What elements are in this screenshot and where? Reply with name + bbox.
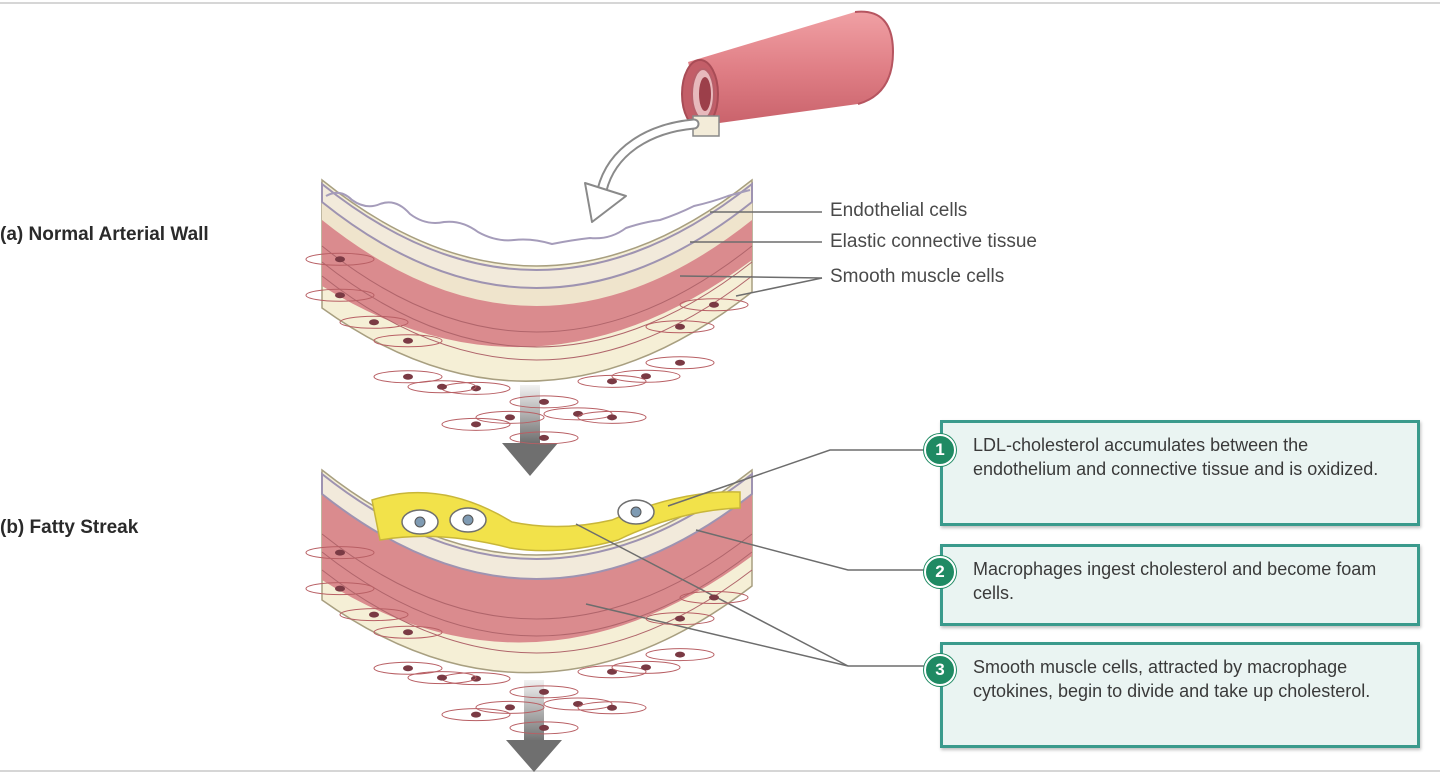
smooth-muscle-cell [679, 298, 749, 312]
foam-cell [617, 499, 655, 525]
smooth-muscle-cell [373, 661, 443, 675]
muscle-cell-nucleus [369, 611, 379, 618]
muscle-cell-nucleus [573, 410, 583, 417]
smooth-muscle-cell [577, 701, 647, 715]
step-1-box: LDL-cholesterol accumulates between the … [940, 420, 1420, 526]
smooth-muscle-cell [373, 370, 443, 384]
muscle-cell-nucleus [607, 414, 617, 421]
muscle-cell-nucleus [471, 421, 481, 428]
smooth-muscle-cell [475, 700, 545, 714]
smooth-muscle-cell [441, 708, 511, 722]
smooth-muscle-cell [509, 431, 579, 445]
smooth-muscle-cell [509, 685, 579, 699]
muscle-cell-nucleus [573, 700, 583, 707]
muscle-cell-nucleus [471, 385, 481, 392]
step-3-text: Smooth muscle cells, attracted by macrop… [973, 657, 1371, 701]
muscle-cell-nucleus [641, 373, 651, 380]
muscle-cell-nucleus [675, 615, 685, 622]
smooth-muscle-cell [339, 608, 409, 622]
step-2-box: Macrophages ingest cholesterol and becom… [940, 544, 1420, 626]
fatty-streak-wall [321, 468, 753, 674]
muscle-cell-nucleus [675, 651, 685, 658]
smooth-muscle-cell [305, 582, 375, 596]
smooth-muscle-cell [679, 590, 749, 604]
smooth-muscle-cell [509, 721, 579, 735]
blood-vessel-illustration [681, 10, 895, 137]
muscle-cell-nucleus [335, 292, 345, 299]
muscle-cell-nucleus [437, 383, 447, 390]
leader-lines [575, 211, 940, 667]
muscle-cell-nucleus [607, 704, 617, 711]
muscle-cell-nucleus [505, 704, 515, 711]
muscle-cells-a [305, 252, 749, 445]
muscle-cell-nucleus [539, 434, 549, 441]
muscle-cells-b [305, 546, 749, 735]
step-2-text: Macrophages ingest cholesterol and becom… [973, 559, 1377, 603]
foam-cell [401, 509, 439, 535]
smooth-muscle-cell [577, 410, 647, 424]
smooth-muscle-cell [645, 648, 715, 662]
smooth-muscle-cell [543, 407, 613, 421]
smooth-muscle-cell [645, 356, 715, 370]
muscle-cell-nucleus [641, 664, 651, 671]
muscle-cell-nucleus [335, 585, 345, 592]
down-arrow [502, 385, 558, 476]
muscle-cell-nucleus [709, 594, 719, 601]
muscle-cell-nucleus [539, 724, 549, 731]
smooth-muscle-cell [407, 671, 477, 685]
step-1-badge: 1 [924, 434, 956, 466]
smooth-muscle-cell [407, 380, 477, 394]
smooth-muscle-cell [339, 315, 409, 329]
step-1-text: LDL-cholesterol accumulates between the … [973, 435, 1379, 479]
smooth-muscle-cell [305, 546, 375, 560]
muscle-cell-nucleus [369, 319, 379, 326]
step-3-box: Smooth muscle cells, attracted by macrop… [940, 642, 1420, 748]
muscle-cell-nucleus [607, 378, 617, 385]
muscle-cell-nucleus [471, 711, 481, 718]
normal-arterial-wall [321, 178, 753, 382]
muscle-cell-nucleus [539, 398, 549, 405]
smooth-muscle-cell [645, 320, 715, 334]
smooth-muscle-cell [645, 612, 715, 626]
muscle-cell-nucleus [437, 674, 447, 681]
muscle-cell-nucleus [539, 688, 549, 695]
muscle-cell-nucleus [335, 549, 345, 556]
muscle-cell-nucleus [403, 337, 413, 344]
step-3-badge: 3 [924, 654, 956, 686]
foam-cell [449, 507, 487, 533]
muscle-cell-nucleus [335, 256, 345, 263]
smooth-muscle-cell [611, 369, 681, 383]
smooth-muscle-cell [373, 334, 443, 348]
muscle-cell-nucleus [403, 665, 413, 672]
smooth-muscle-cell [543, 697, 613, 711]
muscle-cell-nucleus [403, 629, 413, 636]
smooth-muscle-cell [509, 395, 579, 409]
muscle-cell-nucleus [505, 414, 515, 421]
smooth-muscle-cell [577, 665, 647, 679]
zoom-arrow [584, 118, 700, 223]
muscle-cell-nucleus [607, 668, 617, 675]
smooth-muscle-cell [305, 252, 375, 266]
muscle-cell-nucleus [709, 301, 719, 308]
smooth-muscle-cell [611, 660, 681, 674]
section-title-fatty-streak: (b) Fatty Streak [0, 517, 139, 538]
muscle-cell-nucleus [675, 323, 685, 330]
label-elastic-connective-tissue: Elastic connective tissue [830, 231, 1037, 252]
down-arrow [506, 680, 562, 772]
label-smooth-muscle-cells: Smooth muscle cells [830, 266, 1005, 287]
muscle-cell-nucleus [675, 359, 685, 366]
step-2-badge: 2 [924, 556, 956, 588]
muscle-cell-nucleus [403, 373, 413, 380]
smooth-muscle-cell [373, 625, 443, 639]
smooth-muscle-cell [305, 288, 375, 302]
smooth-muscle-cell [441, 417, 511, 431]
section-title-normal-arterial-wall: (a) Normal Arterial Wall [0, 224, 209, 245]
label-endothelial-cells: Endothelial cells [830, 200, 968, 221]
